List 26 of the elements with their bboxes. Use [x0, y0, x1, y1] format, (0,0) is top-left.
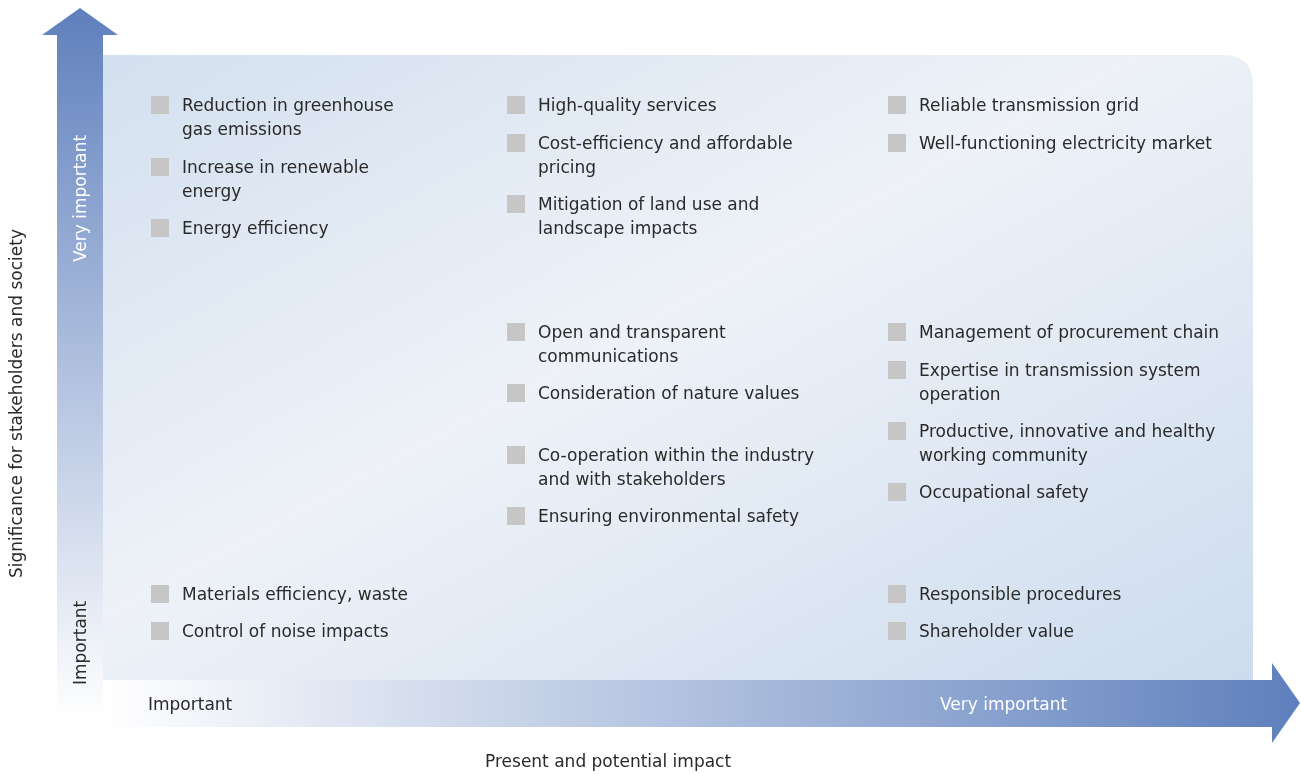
- topic-label: Increase in renewable energy: [182, 156, 370, 203]
- topic-label: Shareholder value: [919, 620, 1076, 643]
- topic-label: Materials efficiency, waste: [182, 583, 410, 606]
- topic-label: Expertise in transmission system operation: [919, 359, 1202, 406]
- axis-label: Important: [70, 600, 90, 685]
- topic-label: Responsible procedures: [919, 583, 1123, 606]
- topic-label: Energy efficiency: [182, 217, 330, 240]
- topic-label: Co-operation within the industry and with stakeholders: [538, 444, 815, 491]
- axis-title: Present and potential impact: [485, 750, 732, 773]
- topic-label: High-quality services: [538, 94, 718, 117]
- topic-label: Consideration of nature values: [538, 382, 801, 405]
- topic-label: Ensuring environmental safety: [538, 505, 801, 528]
- topic-label: Well-functioning electricity market: [919, 132, 1213, 155]
- topic-label: Open and transparent communications: [538, 321, 727, 368]
- topic-label: Mitigation of land use and landscape impacts: [538, 193, 761, 240]
- axis-label: Very important: [70, 134, 90, 262]
- topic-label: Control of noise impacts: [182, 620, 390, 643]
- topic-label: Management of procurement chain: [919, 321, 1221, 344]
- axis-label: Important: [148, 693, 233, 716]
- axis-title: Significance for stakeholders and society: [6, 229, 26, 578]
- topic-label: Reduction in greenhouse gas emissions: [182, 94, 395, 141]
- axis-label: Very important: [940, 693, 1068, 716]
- topic-label: Reliable transmission grid: [919, 94, 1141, 117]
- topic-label: Productive, innovative and healthy working community: [919, 420, 1217, 467]
- topic-label: Cost-efficiency and affordable pricing: [538, 132, 794, 179]
- topic-label: Occupational safety: [919, 481, 1090, 504]
